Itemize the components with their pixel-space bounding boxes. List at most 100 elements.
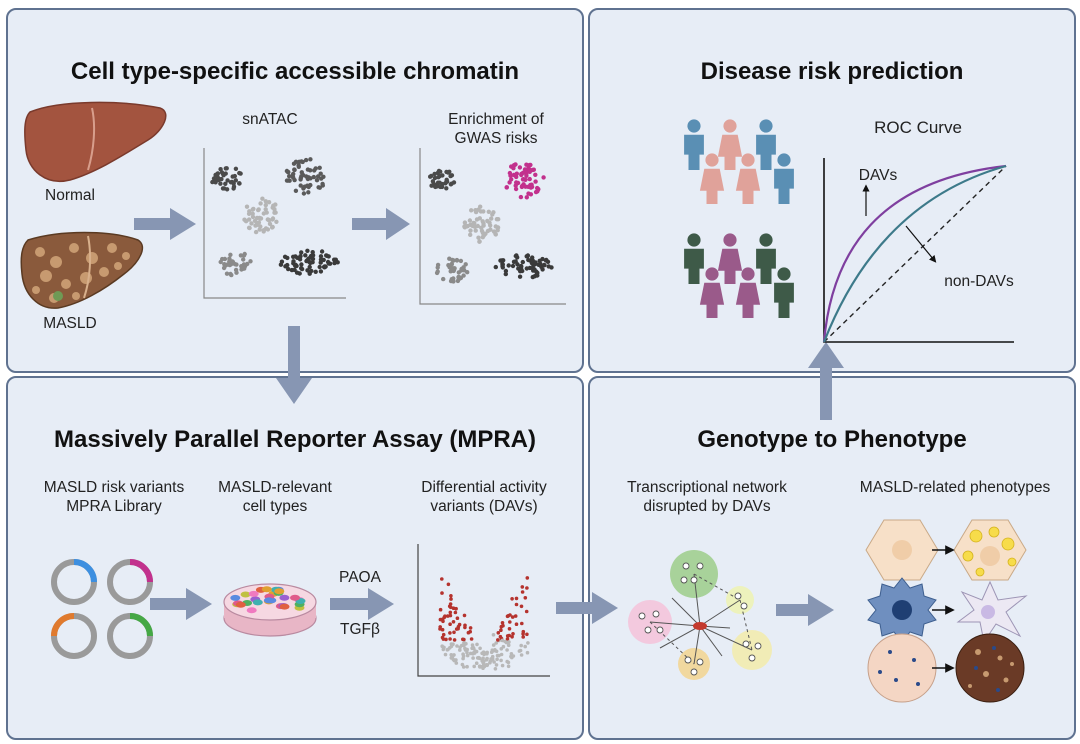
- gwas-enrichment-label-line1: Enrichment of: [448, 111, 544, 128]
- arrow-snatac-to-gwas: [352, 208, 410, 240]
- roc-title: ROC Curve: [874, 118, 962, 137]
- gwas-dot: [477, 216, 482, 221]
- volcano-dot: [458, 648, 462, 652]
- gwas-dot: [438, 169, 443, 174]
- snatac-dot: [306, 190, 311, 195]
- volcano-dot: [448, 631, 452, 635]
- volcano-dot: [521, 635, 525, 639]
- gwas-dot: [513, 253, 518, 259]
- volcano-dot: [455, 616, 460, 620]
- gwas-dot: [473, 208, 478, 213]
- volcano-dot: [525, 632, 529, 637]
- volcano-dot: [514, 622, 519, 626]
- volcano-dot: [495, 657, 499, 662]
- snatac-dot: [282, 254, 288, 259]
- volcano-dot: [448, 613, 453, 618]
- snatac-dot: [299, 262, 304, 267]
- gwas-dot: [462, 224, 467, 229]
- snatac-dot: [299, 170, 304, 175]
- treatment-paoa-label: PAOA: [339, 569, 381, 586]
- volcano-dot: [517, 649, 522, 653]
- volcano-dot: [458, 645, 462, 650]
- normal-label: Normal: [45, 187, 95, 204]
- person-shape: [723, 233, 737, 247]
- snatac-dot: [314, 178, 320, 183]
- gwas-enrichment-plot: [419, 148, 566, 305]
- gwas-dot: [495, 228, 500, 233]
- volcano-dot: [452, 638, 457, 642]
- volcano-dot: [438, 607, 443, 612]
- snatac-dot: [291, 259, 296, 264]
- snatac-dot: [223, 171, 228, 176]
- snatac-dot: [293, 188, 299, 193]
- gwas-dot: [468, 232, 473, 237]
- person-shape: [684, 134, 704, 170]
- volcano-dot: [523, 596, 528, 600]
- snatac-dot: [296, 164, 301, 169]
- snatac-dot: [222, 186, 227, 191]
- snatac-dot: [303, 253, 308, 258]
- arrow-library-to-cells: [150, 588, 212, 620]
- snatac-dot: [267, 221, 273, 227]
- snatac-dot: [246, 211, 252, 216]
- snatac-dot: [232, 173, 237, 179]
- snatac-dot: [224, 271, 230, 276]
- volcano-dot: [441, 632, 446, 637]
- dav-label: Differential activity variants (DAVs): [398, 478, 570, 516]
- snatac-dot: [215, 171, 221, 176]
- person-shape: [705, 153, 719, 167]
- gwas-dot: [542, 263, 547, 268]
- volcano-dot: [451, 620, 456, 624]
- snatac-dot: [274, 219, 279, 224]
- dish-cell: [230, 594, 241, 601]
- volcano-dot: [520, 621, 524, 626]
- person-shape: [687, 119, 701, 133]
- person-shape: [735, 282, 761, 318]
- snatac-dot: [260, 196, 265, 201]
- volcano-dot: [497, 653, 501, 658]
- dish-cell: [263, 597, 274, 604]
- gwas-dot: [536, 187, 541, 192]
- roc-non-davs-curve: [822, 164, 1007, 343]
- gwas-dot: [467, 218, 473, 223]
- volcano-dot: [499, 658, 503, 663]
- snatac-dot: [300, 159, 305, 165]
- dish-cell: [290, 594, 300, 601]
- snatac-dot: [333, 257, 338, 262]
- person-shape: [759, 233, 773, 247]
- healthy-people-icon: [684, 119, 794, 204]
- volcano-dot: [475, 656, 480, 660]
- gwas-dot: [514, 180, 519, 185]
- mpra-library-label-line2: MPRA Library: [66, 498, 162, 515]
- gwas-dot: [538, 261, 543, 266]
- snatac-dot: [317, 264, 322, 270]
- gwas-dot: [504, 185, 509, 190]
- snatac-dot: [223, 181, 228, 186]
- cell-types-label-line2: cell types: [242, 498, 308, 515]
- snatac-dot: [308, 176, 313, 181]
- gwas-dot: [503, 271, 508, 277]
- snatac-dot: [273, 210, 278, 215]
- volcano-dot: [440, 577, 444, 581]
- gwas-dot: [450, 278, 455, 283]
- snatac-dot: [231, 184, 237, 189]
- gwas-dot: [541, 175, 546, 180]
- panel-risk-prediction: [588, 8, 1076, 373]
- mpra-library-label-line1: MASLD risk variants: [43, 479, 185, 496]
- cell-types-label: MASLD-relevant cell types: [210, 478, 340, 516]
- snatac-dot: [223, 166, 228, 171]
- snatac-dot: [247, 225, 252, 231]
- snatac-dot: [272, 207, 277, 212]
- roc-davs-curve: [822, 164, 1007, 343]
- gwas-dot: [528, 192, 534, 197]
- volcano-dot: [500, 638, 505, 643]
- volcano-dot: [482, 652, 486, 657]
- volcano-dot: [503, 639, 507, 644]
- snatac-dot: [313, 166, 318, 171]
- volcano-dot: [453, 610, 458, 615]
- snatac-dot: [263, 207, 268, 212]
- volcano-dot: [448, 637, 452, 641]
- snatac-dot: [244, 204, 250, 209]
- snatac-dot: [319, 176, 324, 181]
- volcano-dot: [456, 624, 461, 629]
